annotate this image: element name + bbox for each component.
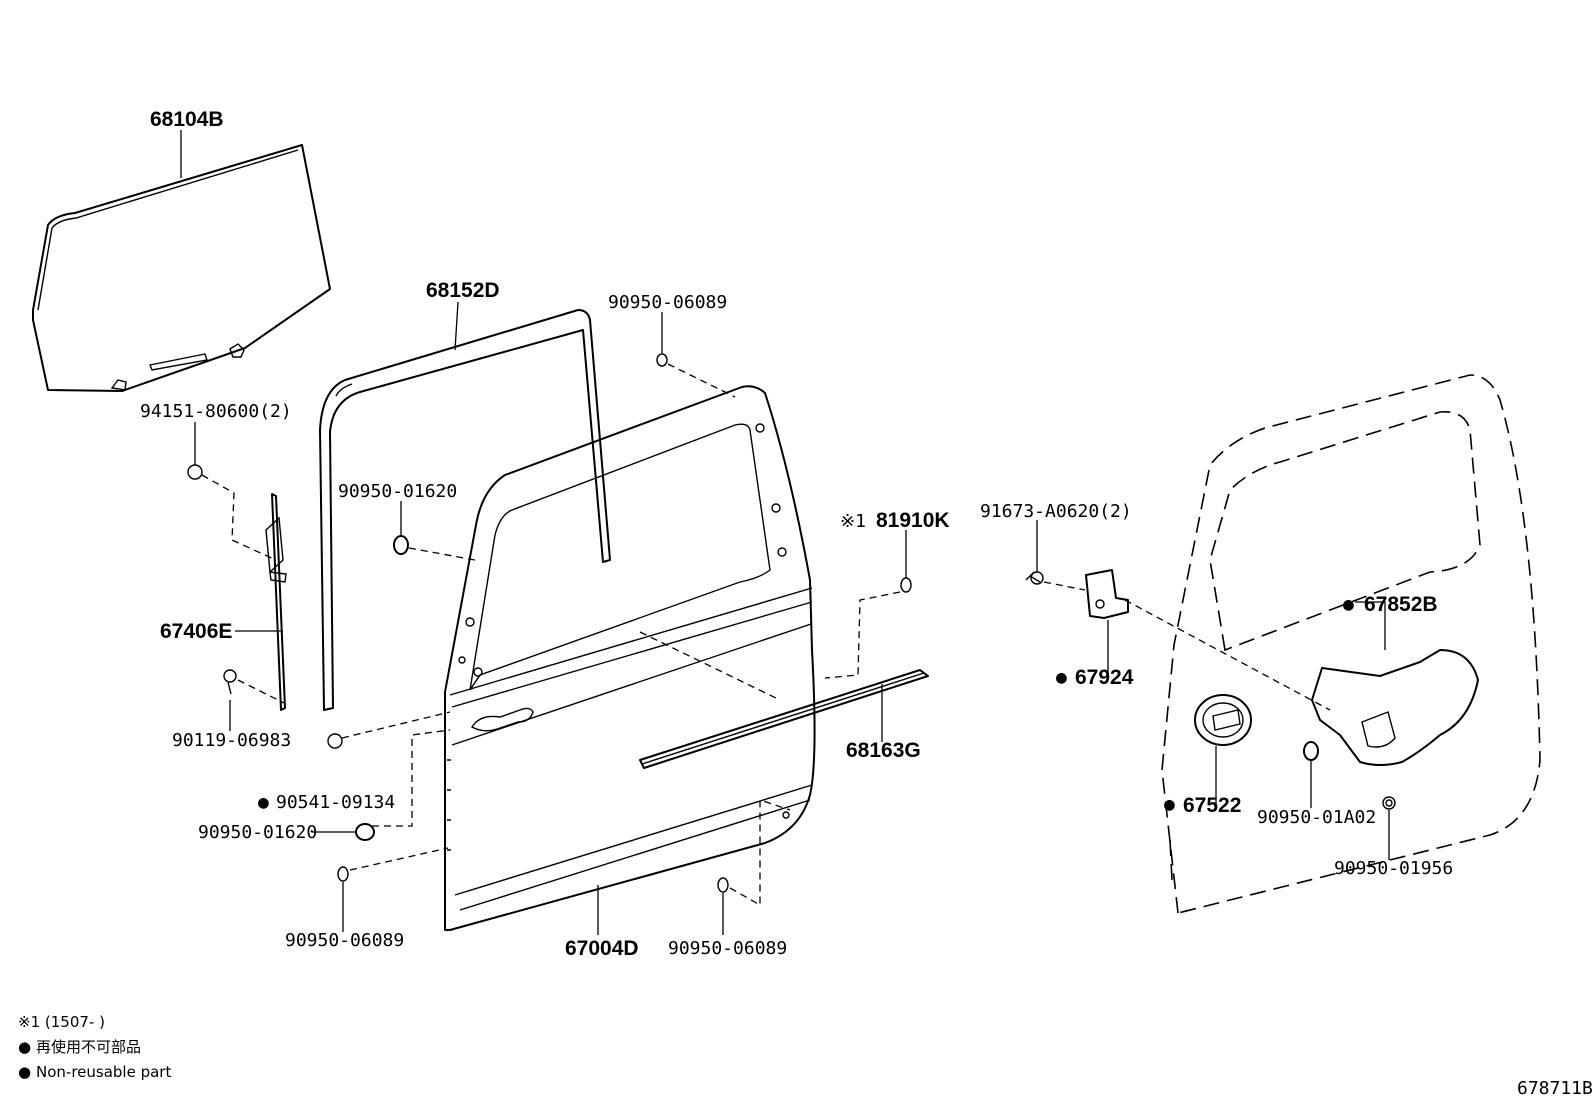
non-reusable-dot-67852B: ● bbox=[1343, 594, 1354, 615]
reference-lines bbox=[201, 363, 1331, 907]
legend-dot-en: ● bbox=[18, 1063, 31, 1081]
label-94151-80600: 94151-80600(2) bbox=[140, 401, 292, 422]
label-90119-06983: 90119-06983 bbox=[172, 730, 291, 751]
plug-90950-06089-left bbox=[337, 866, 349, 882]
label-91673-A0620: 91673-A0620(2) bbox=[980, 501, 1132, 522]
grommet-81910K bbox=[900, 577, 912, 593]
window-regulator-part bbox=[265, 493, 287, 711]
legend: ※1 (1507- ) ● 再使用不可部品 ● Non-reusable par… bbox=[18, 1013, 171, 1081]
grommet-90950-01620-lower bbox=[355, 823, 375, 841]
front-door-panel-part bbox=[444, 385, 816, 931]
label-90950-01620-upper: 90950-01620 bbox=[338, 481, 457, 502]
plug-90950-06089-top bbox=[656, 353, 668, 367]
label-90950-01A02: 90950-01A02 bbox=[1257, 807, 1376, 828]
label-90950-01620-lower: 90950-01620 bbox=[198, 822, 317, 843]
label-67852B: 67852B bbox=[1364, 593, 1438, 616]
label-68152D: 68152D bbox=[426, 279, 500, 302]
glass-run-channel-part bbox=[319, 309, 611, 711]
inner-door-outline-part bbox=[1161, 374, 1541, 914]
service-hole-cover-part bbox=[1311, 649, 1479, 766]
label-90950-06089-bottom: 90950-06089 bbox=[668, 938, 787, 959]
grommet-90950-01620-upper bbox=[393, 535, 409, 555]
label-67406E: 67406E bbox=[160, 620, 232, 643]
legend-dot-jp: ● bbox=[18, 1038, 31, 1056]
label-90950-06089-left: 90950-06089 bbox=[285, 930, 404, 951]
legend-non-reusable-en: Non-reusable part bbox=[36, 1063, 171, 1081]
label-67004D: 67004D bbox=[565, 937, 639, 960]
plug-90950-06089-bottom bbox=[717, 877, 729, 893]
label-90950-01956: 90950-01956 bbox=[1334, 858, 1453, 879]
non-reusable-dot-90541-09134: ● bbox=[258, 792, 269, 813]
leader-lines bbox=[180, 130, 1390, 935]
legend-note-1: ※1 (1507- ) bbox=[18, 1013, 105, 1031]
clip-90541-09134 bbox=[327, 733, 343, 749]
label-90950-06089-top: 90950-06089 bbox=[608, 292, 727, 313]
plug-90950-01A02 bbox=[1303, 741, 1319, 761]
bolt-90119-06983 bbox=[223, 669, 237, 695]
non-reusable-dot-67924: ● bbox=[1056, 667, 1067, 688]
label-68104B: 68104B bbox=[150, 108, 224, 131]
clip-94151-80600 bbox=[187, 464, 203, 480]
legend-non-reusable-jp: 再使用不可部品 bbox=[36, 1038, 141, 1056]
label-81910K: 81910K bbox=[876, 509, 950, 532]
label-67522: 67522 bbox=[1183, 794, 1241, 817]
label-90541-09134: 90541-09134 bbox=[276, 792, 395, 813]
belt-moulding-part bbox=[639, 669, 929, 769]
part-labels: 68104B 68152D 90950-06089 94151-80600(2)… bbox=[140, 108, 1453, 960]
label-67924: 67924 bbox=[1075, 666, 1134, 689]
figure-id: 678711B bbox=[1517, 1078, 1592, 1099]
door-glass-part bbox=[32, 144, 331, 392]
label-81910K-prefix: ※1 bbox=[840, 511, 866, 532]
door-check-part bbox=[1025, 569, 1129, 619]
non-reusable-dot-67522: ● bbox=[1164, 794, 1175, 815]
hole-plug-part bbox=[1194, 694, 1252, 746]
grommet-90950-01956 bbox=[1382, 796, 1396, 810]
label-68163G: 68163G bbox=[846, 739, 921, 762]
